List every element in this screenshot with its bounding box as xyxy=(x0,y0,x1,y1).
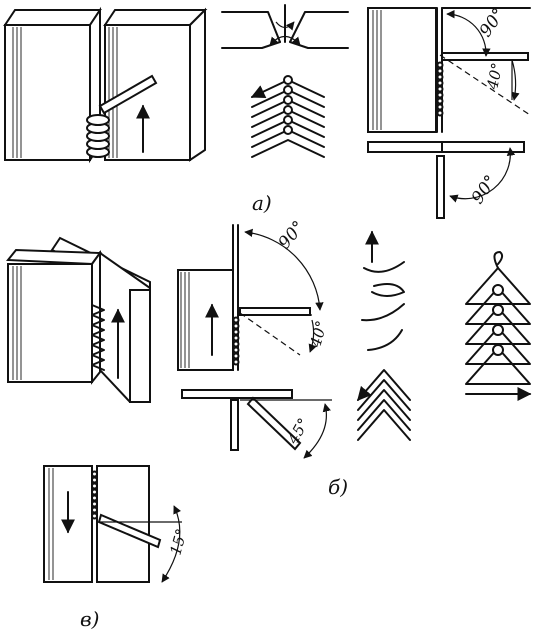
panel-v: 15° в) xyxy=(43,465,191,631)
angle-label-b-top: 90° xyxy=(275,217,310,253)
weave-pattern-chevrons xyxy=(250,75,325,158)
angle-label-a-side: 40° xyxy=(483,61,506,92)
electrode xyxy=(239,307,311,316)
t-joint-3d xyxy=(5,236,151,403)
weld-bead-vertical xyxy=(436,61,444,117)
electrode xyxy=(98,74,158,115)
t-front-view: 90° 40° xyxy=(177,217,331,371)
panel-a: 90° 40° 90° а) xyxy=(3,4,531,219)
angle-label-v-side: 15° xyxy=(166,527,190,557)
weave-pattern-chevrons xyxy=(357,369,411,441)
weave-pattern-triangles xyxy=(465,251,532,401)
angle-label-b-side: 40° xyxy=(306,319,331,350)
panel-label-a: а) xyxy=(252,191,272,215)
panel-label-v: в) xyxy=(80,607,99,631)
electrode xyxy=(441,52,529,61)
t-plan-view: 45° xyxy=(181,389,332,459)
butt-joint-vertical-3d xyxy=(3,6,208,164)
zigzag-weld xyxy=(91,304,105,371)
angle-label-a-bottom: 90° xyxy=(468,172,502,208)
panel-label-b: б) xyxy=(328,475,348,499)
groove-cross-section xyxy=(221,4,349,49)
plan-view-electrode-angle: 90° xyxy=(367,141,525,219)
weld-bead-vertical xyxy=(91,470,98,520)
front-view-electrode-angle: 90° 40° xyxy=(367,5,531,133)
weld-bead-vertical xyxy=(232,316,240,366)
panel-b: 90° 40° 45° xyxy=(5,217,532,499)
weave-pattern-crescents xyxy=(361,230,405,351)
electrode xyxy=(97,513,162,549)
weld-bead xyxy=(86,114,110,158)
angle-label-a-top: 90° xyxy=(476,5,510,41)
